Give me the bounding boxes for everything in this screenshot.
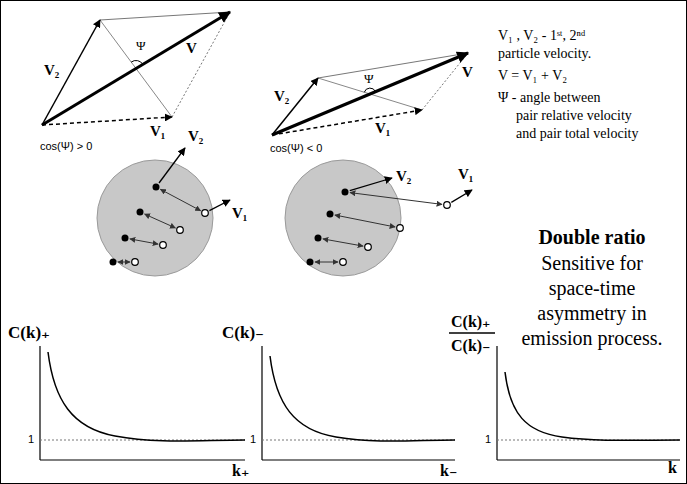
particle-dot: [137, 209, 144, 216]
particle-ring: [365, 244, 372, 251]
vector-label: V₁: [150, 123, 165, 140]
pair-separation: [323, 239, 363, 246]
y-axis: [261, 346, 262, 460]
correlation-curve: [270, 356, 455, 441]
condition-label: cos(Ψ) < 0: [270, 142, 322, 154]
pair-separation: [130, 239, 158, 244]
axis-label: k₊: [232, 461, 249, 480]
pair-separation: [145, 214, 176, 228]
plot-plus: [40, 346, 245, 460]
angle-arc: [131, 60, 143, 64]
description-text: Sensitive for: [541, 252, 643, 275]
tick-label: 1: [485, 433, 491, 445]
velocity-arrow: [451, 190, 472, 202]
particle-ring: [132, 259, 139, 266]
fraction-numerator: C(k)₊: [451, 312, 491, 331]
fraction-denominator: C(k)₋: [451, 336, 491, 355]
note-text: and pair total velocity: [516, 126, 638, 142]
particle-ring: [160, 242, 167, 249]
condition-label: cos(Ψ) > 0: [40, 140, 92, 152]
angle-arc: [364, 88, 375, 92]
particle-dot: [327, 211, 334, 218]
pair-separation: [315, 262, 338, 263]
axis-label: k: [668, 459, 677, 477]
velocity-parallelogram-positive: [42, 12, 230, 125]
emission-source-left: [97, 148, 230, 276]
particle-ring: [444, 202, 451, 209]
axis-title: C(k)₊: [8, 322, 50, 343]
y-axis: [39, 346, 40, 460]
note-text: Ψ - angle between: [498, 90, 600, 106]
particle-ring: [340, 259, 347, 266]
pair-separation: [335, 215, 395, 227]
velocity-arrow: [159, 148, 185, 183]
angle-label: Ψ: [364, 71, 374, 87]
heading-text: Double ratio: [538, 226, 645, 249]
emission-source-right: [285, 160, 472, 276]
x-axis: [262, 459, 455, 460]
vector-label: V₂: [274, 88, 289, 105]
note-text: V = V₁ + V₂: [498, 68, 567, 84]
particle-dot: [342, 189, 349, 196]
fraction-bar: [449, 332, 495, 333]
vector-label: V: [462, 64, 473, 81]
vector-label: V₂: [396, 168, 411, 185]
axis-label: k₋: [440, 461, 457, 480]
particle-ring: [177, 227, 184, 234]
plot-minus: [262, 346, 455, 460]
axis-title: C(k)₋: [222, 322, 264, 343]
correlation-curve: [505, 372, 680, 440]
vector-label: V₁: [232, 205, 247, 222]
particle-dot: [122, 235, 129, 242]
particle-ring: [202, 210, 209, 217]
note-text: pair relative velocity: [516, 108, 632, 124]
pair-separation: [118, 262, 130, 263]
pair-separation: [350, 193, 442, 205]
pair-separation: [160, 189, 200, 210]
vector-label: V₂: [188, 128, 203, 145]
particle-ring: [397, 225, 404, 232]
note-text: particle velocity.: [498, 46, 591, 62]
correlation-curve: [48, 352, 245, 441]
vector-label: V₁: [458, 166, 473, 183]
angle-label: Ψ: [136, 38, 146, 54]
vector-label: V₂: [44, 62, 59, 79]
velocity-parallelogram-negative: [272, 53, 468, 135]
plot-ratio: [449, 333, 680, 460]
vector-label: V: [186, 40, 197, 57]
y-axis: [496, 346, 497, 460]
tick-label: 1: [250, 433, 256, 445]
particle-dot: [307, 259, 314, 266]
particle-dot: [315, 235, 322, 242]
velocity-arrow: [209, 200, 230, 211]
velocity-arrow: [272, 110, 422, 135]
particle-dot: [110, 259, 117, 266]
x-axis: [40, 459, 245, 460]
x-axis: [497, 459, 680, 460]
source-region: [97, 160, 213, 276]
description-text: emission process.: [521, 327, 662, 350]
source-region: [285, 160, 401, 276]
description-text: space-time: [549, 277, 636, 300]
description-text: asymmetry in: [537, 302, 646, 325]
total-velocity-arrow: [42, 12, 230, 125]
particle-dot: [153, 184, 160, 191]
tick-label: 1: [28, 433, 34, 445]
total-velocity-arrow: [272, 53, 468, 135]
note-text: V₁ , V₂ - 1ˢᵗ, 2ⁿᵈ: [498, 28, 585, 44]
parallelogram-side: [100, 12, 230, 20]
parallelogram-side: [318, 53, 468, 78]
vector-label: V₁: [375, 120, 390, 137]
velocity-arrow: [350, 178, 392, 191]
